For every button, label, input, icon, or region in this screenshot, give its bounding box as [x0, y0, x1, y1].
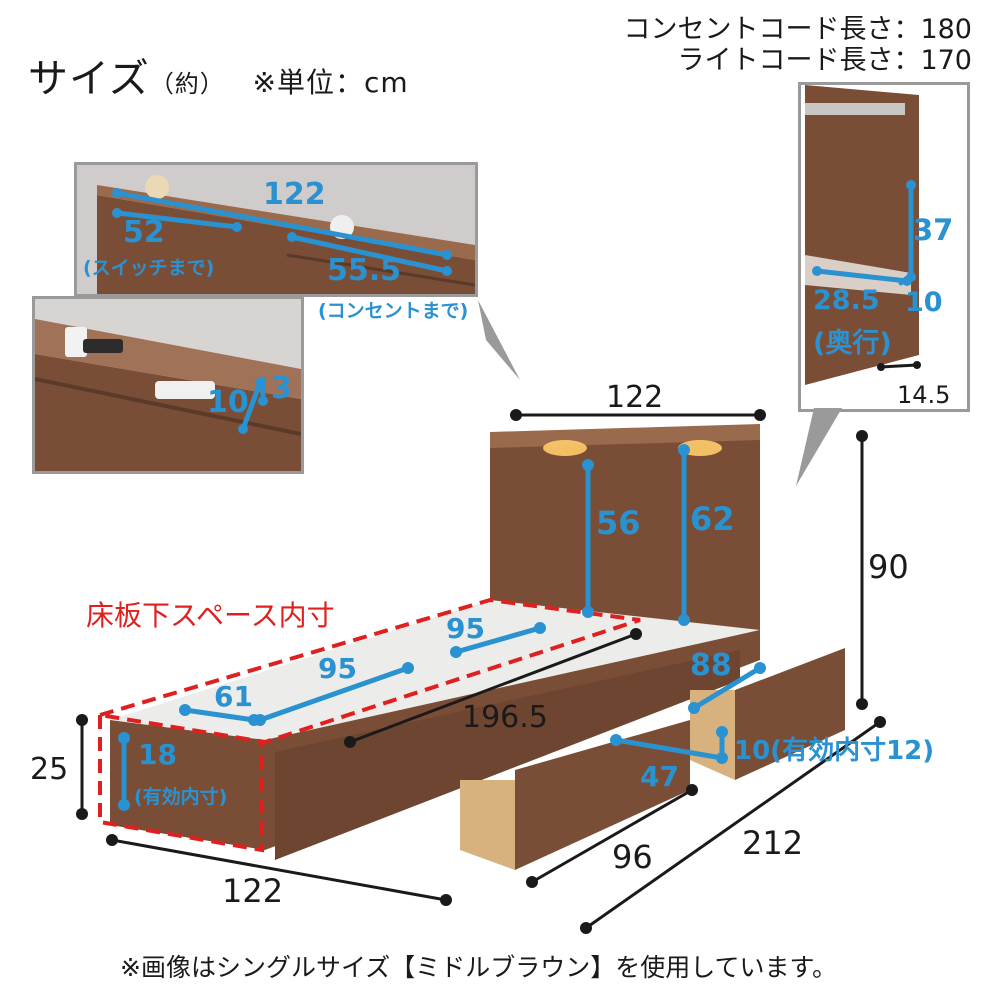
title-approx: （約） [149, 70, 225, 98]
side-inset: 37 28.5 10 (奥行) 14.5 [798, 82, 970, 412]
to-outlet-note: (コンセントまで) [318, 300, 469, 322]
cord-lengths: コンセントコード長さ：180 ライトコード長さ：170 [623, 14, 972, 76]
to-outlet-label: 55.5 [327, 253, 402, 288]
underfloor-height-note: (有効内寸) [134, 786, 228, 808]
shelf-width-label: 122 [263, 177, 326, 212]
floor-height-label: 25 [30, 752, 69, 787]
underfloor-height-label: 18 [138, 738, 177, 771]
side-depth-note: (奥行) [813, 328, 892, 359]
outlet-inset-illustration [35, 299, 301, 471]
footer-note: ※画像はシングルサイズ【ミドルブラウン】を使用しています。 [120, 953, 837, 982]
floor-board [110, 600, 760, 745]
slot-height-label: 3 [271, 371, 292, 406]
to-switch-note: (スイッチまで) [83, 257, 215, 279]
total-height-label: 90 [868, 548, 909, 586]
underfloor-title: 床板下スペース内寸 [86, 599, 335, 632]
drawer-width-label: 88 [690, 648, 732, 683]
to-switch-label: 52 [123, 215, 165, 250]
light-height-right-label: 62 [690, 500, 735, 538]
slot-length-label: 10 [207, 385, 249, 420]
title-main: サイズ [28, 56, 150, 102]
total-length-label: 212 [742, 824, 804, 862]
headboard-width-label: 122 [606, 380, 664, 415]
footboard [110, 720, 265, 850]
front-drawer [515, 720, 690, 870]
page-title: サイズ（約） ※単位：cm [28, 46, 409, 104]
underfloor-width-a-label: 95 [446, 612, 485, 645]
shelf-callout-pointer [478, 300, 520, 380]
side-depth-label: 28.5 [813, 285, 880, 316]
drawer-height-label: 10(有効内寸12) [734, 736, 935, 766]
light-height-left-label: 56 [596, 504, 641, 542]
headboard [490, 430, 760, 640]
width-with-drawer-label: 96 [612, 838, 653, 876]
outlet-cord-length: コンセントコード長さ：180 [623, 14, 972, 45]
outlet-inset: 10 3 [32, 296, 304, 474]
light-cord-length: ライトコード長さ：170 [677, 45, 972, 76]
underfloor-width-b-label: 95 [318, 652, 357, 685]
body-length-label: 196.5 [462, 700, 548, 735]
shelf-inset: 122 52 (スイッチまで) 55.5 [74, 162, 478, 297]
side-inset-illustration [805, 85, 921, 385]
rear-drawer [735, 648, 845, 780]
body-width-label: 122 [222, 872, 284, 910]
shelf-inset-illustration [77, 165, 475, 294]
side-height-label: 37 [913, 213, 954, 247]
drawer-depth-label: 47 [640, 760, 679, 793]
underfloor-depth-label: 61 [214, 680, 253, 713]
side-thickness-label: 14.5 [897, 381, 951, 409]
side-shelf-height-label: 10 [905, 287, 943, 318]
unit-note: ※単位：cm [252, 66, 409, 99]
side-callout-pointer [796, 408, 842, 486]
